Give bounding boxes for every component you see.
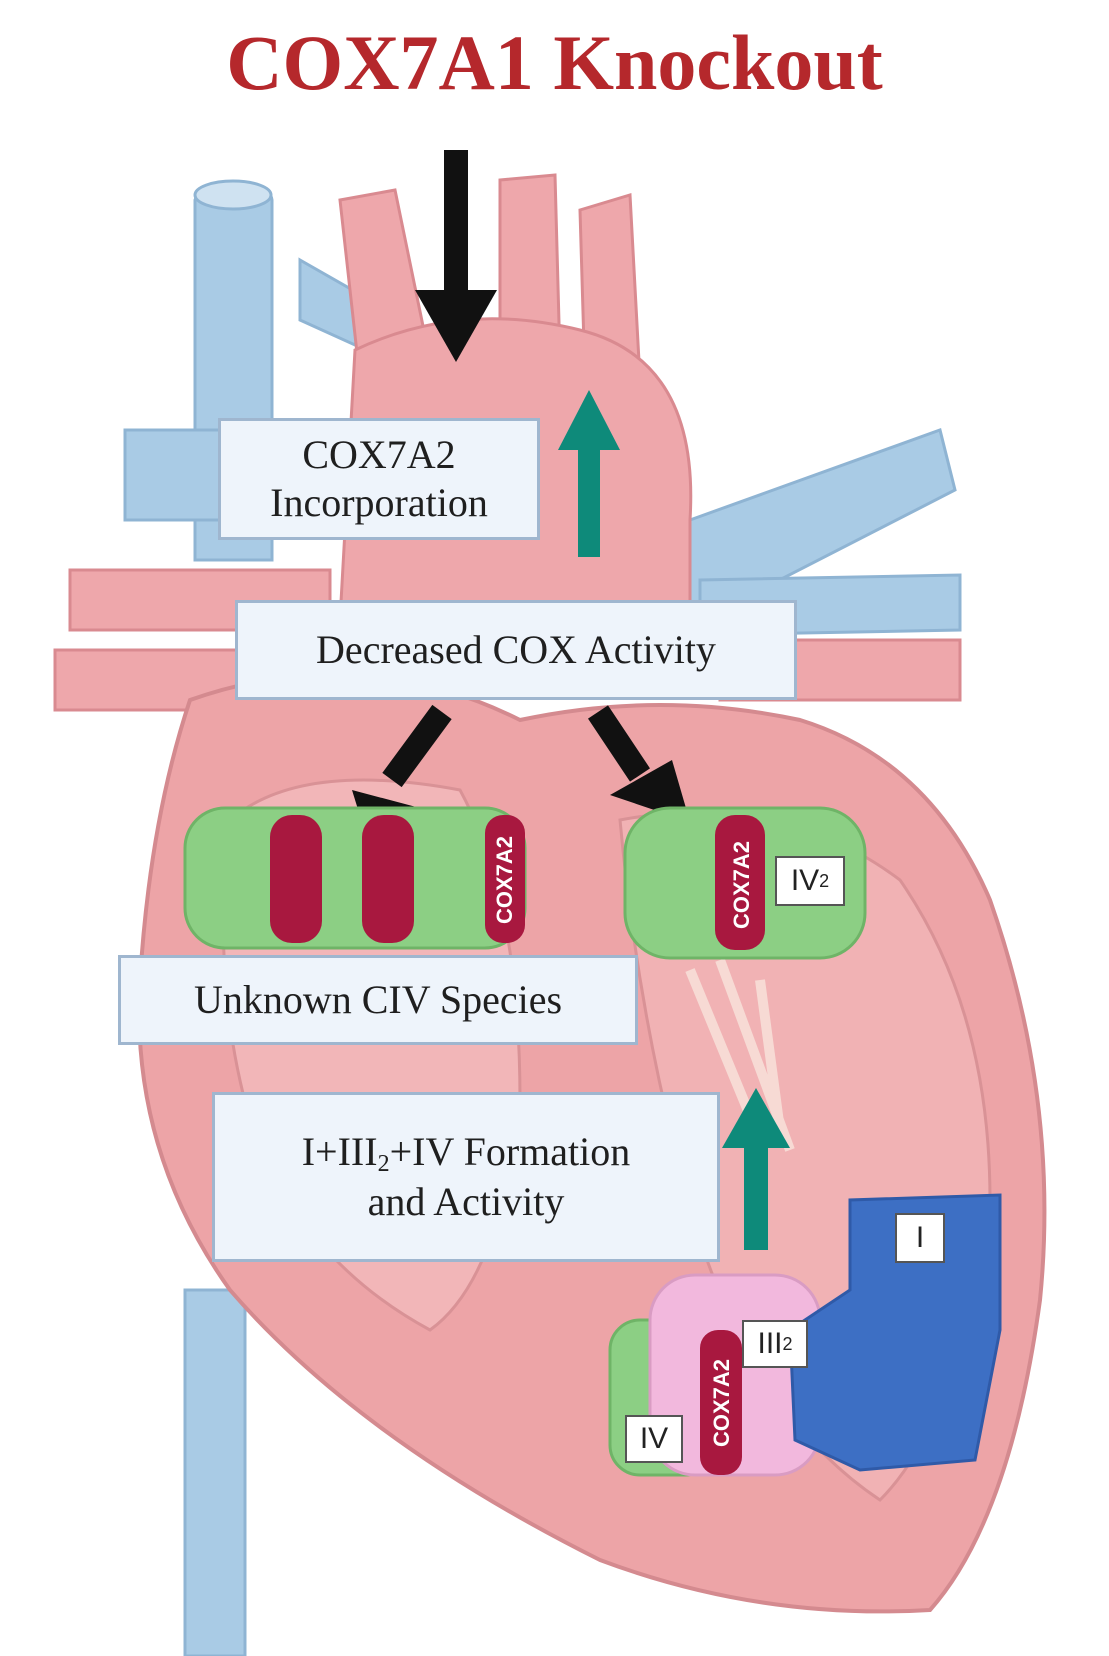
complex-i-tag: I: [895, 1213, 945, 1263]
down-arrow-top: [415, 150, 497, 362]
iv2-complex: [623, 806, 867, 960]
decreased-cox-box: Decreased COX Activity: [235, 600, 797, 700]
decreased-cox-label: Decreased COX Activity: [316, 627, 716, 672]
unknown-civ-label: Unknown CIV Species: [193, 977, 563, 1022]
complex-i-label: I: [915, 1221, 925, 1254]
unknown-civ-complex: [183, 806, 527, 950]
formation-prefix: I+III: [301, 1128, 378, 1174]
incorporation-box: COX7A2 Incorporation: [218, 418, 540, 540]
iv2-sub: 2: [819, 870, 830, 891]
cox7a2-label-unknown: COX7A2: [492, 835, 517, 925]
incorporation-line2: Incorporation: [270, 480, 488, 525]
unknown-civ-box: Unknown CIV Species: [118, 955, 638, 1045]
cox7a2-label-iv2: COX7A2: [729, 840, 754, 930]
up-arrow-incorporation: [558, 390, 620, 557]
iii2-main: III: [757, 1327, 783, 1360]
figure-title: COX7A1 Knockout: [226, 19, 883, 106]
up-arrow-formation: [722, 1088, 790, 1250]
formation-box: I+III2+IV Formation and Activity: [212, 1092, 720, 1262]
iii2-sub: 2: [782, 1333, 793, 1354]
iv-label: IV: [639, 1422, 669, 1455]
cox7a2-label-supercomplex: COX7A2: [709, 1358, 734, 1447]
incorporation-line1: COX7A2: [302, 432, 456, 477]
formation-suffix: +IV Formation: [389, 1128, 631, 1174]
formation-sub: 2: [377, 1150, 390, 1177]
iv-tag: IV: [625, 1415, 683, 1463]
iv2-main: IV: [790, 864, 820, 897]
formation-line2: and Activity: [367, 1179, 565, 1225]
formation-line1: I+III2+IV Formation: [302, 1128, 631, 1179]
